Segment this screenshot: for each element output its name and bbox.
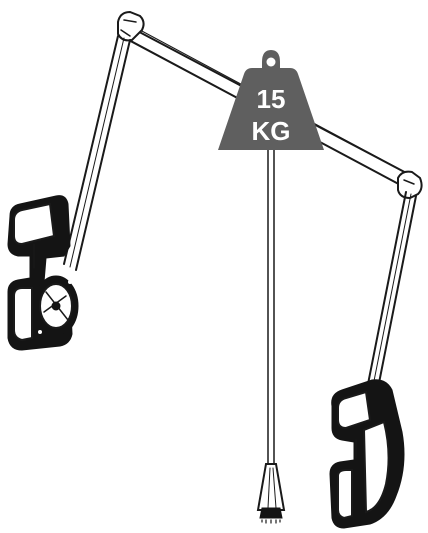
pull-down-rod bbox=[267, 149, 275, 465]
left-wall-bracket bbox=[7, 195, 79, 351]
right-top-joint bbox=[397, 170, 423, 200]
weight-unit: KG bbox=[252, 116, 291, 146]
right-wall-bracket bbox=[329, 379, 405, 529]
right-swing-arm bbox=[367, 191, 417, 389]
left-top-joint bbox=[117, 10, 145, 42]
weight-value: 15 bbox=[257, 84, 286, 114]
left-swing-arm bbox=[63, 35, 131, 271]
rod-handle-grip bbox=[256, 463, 286, 524]
weight-capacity-icon: 15 KG bbox=[218, 50, 324, 150]
